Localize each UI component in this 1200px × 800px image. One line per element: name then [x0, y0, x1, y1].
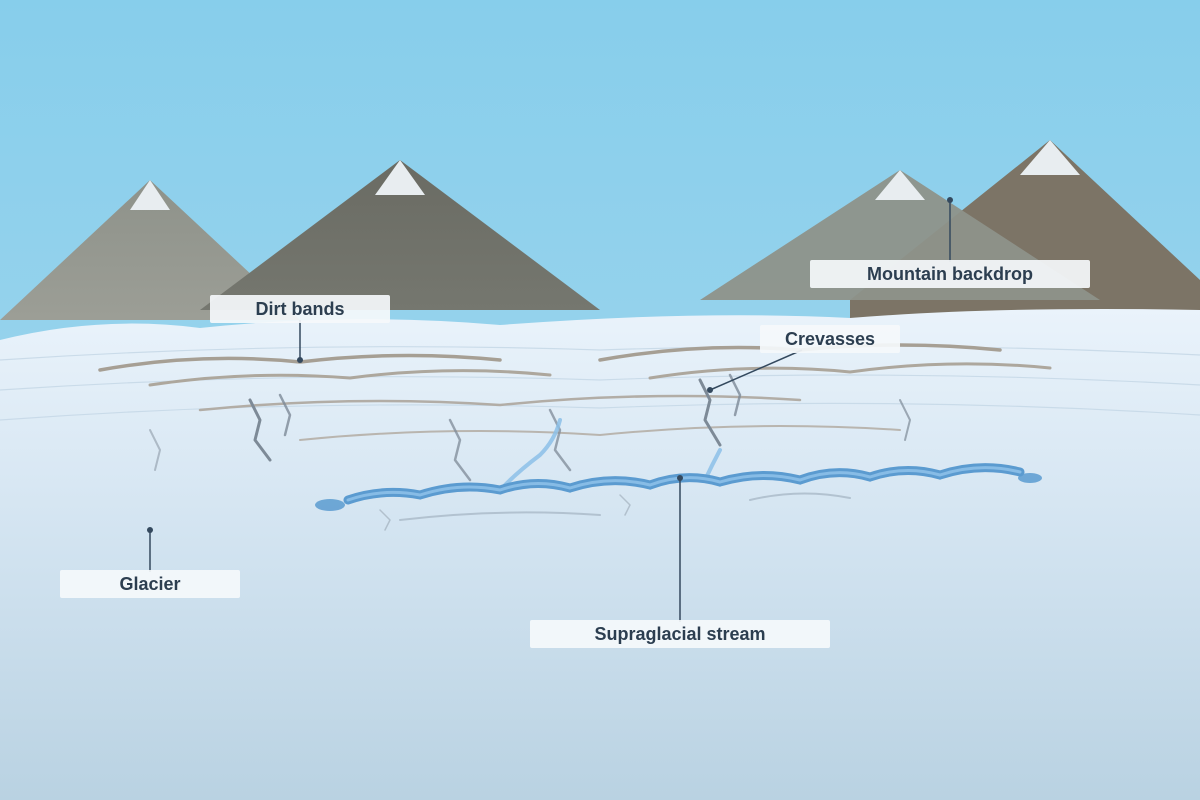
glacier-label: Glacier: [60, 570, 240, 598]
tributary: [503, 418, 562, 487]
glacier-ice: [0, 309, 1200, 800]
crevasses-dot: [707, 387, 713, 393]
snow-cap: [875, 170, 925, 200]
snow-cap: [1020, 140, 1080, 175]
mountain-left: [200, 160, 600, 310]
dirt-band: [198, 394, 802, 412]
dirt-bands-label: Dirt bands: [210, 295, 390, 323]
crevasse: [448, 418, 472, 482]
dirt-band: [648, 362, 1052, 380]
stream-highlight: [346, 466, 1022, 502]
supraglacial-stream: [315, 418, 1042, 511]
crevasse: [379, 509, 391, 531]
mountain-backdrop-dot: [947, 197, 953, 203]
supraglacial-stream-label: Supraglacial stream: [530, 620, 830, 648]
crevasse: [149, 429, 161, 471]
crevasse: [728, 373, 742, 417]
crevasse: [698, 378, 722, 447]
crevasses: [149, 373, 911, 531]
dirt-band: [148, 369, 552, 387]
mountain-backdrop-label: Mountain backdrop: [810, 260, 1090, 288]
meltwater-pool: [315, 499, 345, 511]
dirt-band: [399, 511, 601, 521]
crevasse: [619, 494, 631, 516]
dirt-bands-dot: [297, 357, 303, 363]
dirt-band: [749, 492, 851, 501]
crevasse: [278, 393, 292, 437]
meltwater-pool: [1018, 473, 1042, 483]
supraglacial-stream-dot: [677, 475, 683, 481]
snow-cap: [130, 180, 170, 210]
callouts: [147, 197, 953, 622]
dirt-band: [299, 425, 901, 441]
glacier-dot: [147, 527, 153, 533]
snow-cap: [375, 160, 425, 195]
crevasses-leader: [709, 349, 803, 391]
crevasse: [248, 398, 272, 462]
crevasses-label: Crevasses: [760, 325, 900, 353]
mountain-far-left: [0, 180, 300, 320]
dirt-bands: [98, 343, 1052, 521]
crevasse: [548, 408, 572, 472]
crevasse: [899, 399, 911, 441]
